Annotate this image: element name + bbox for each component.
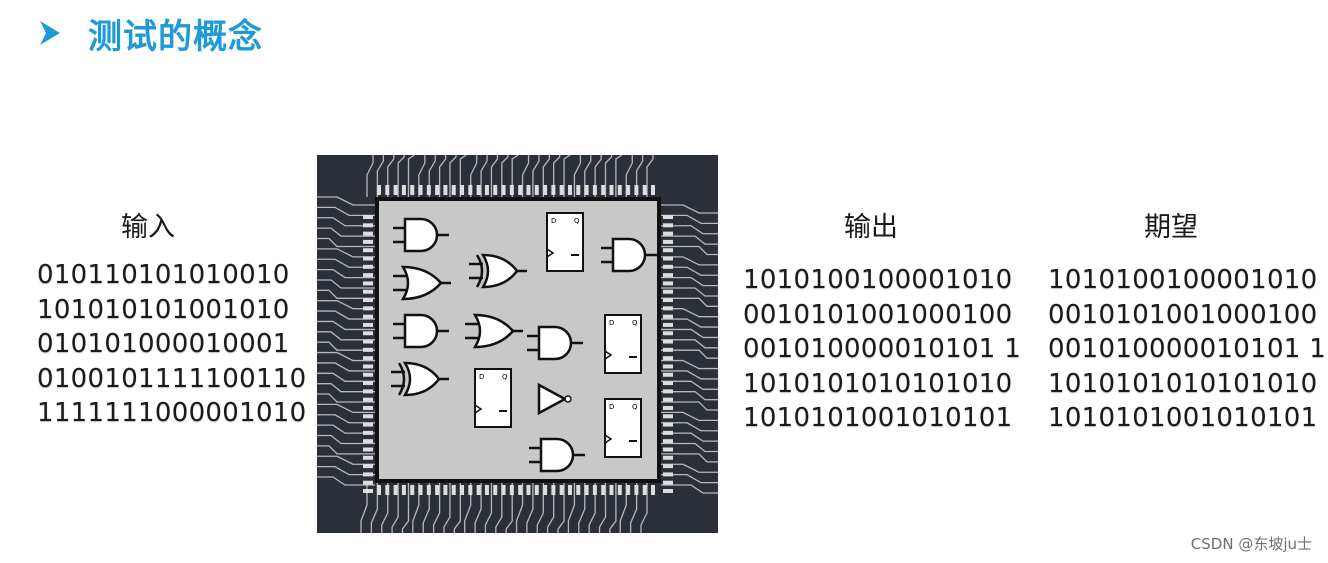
output-row: 001010000010101 1 bbox=[743, 334, 1022, 364]
input-bits: 010110101010010 101010101001010 01010100… bbox=[37, 258, 306, 431]
chip-diagram: D Q D Q D Q D Q bbox=[317, 155, 718, 533]
output-bits: 1010100100001010 0010101001000100 001010… bbox=[743, 263, 1021, 436]
input-label: 输入 bbox=[121, 212, 175, 243]
flip-flop-icon: D Q bbox=[474, 368, 512, 428]
arrow-bullet-icon bbox=[40, 21, 60, 45]
expected-row: 1010101010101010 bbox=[1048, 368, 1318, 399]
title-text: 测试的概念 bbox=[88, 16, 263, 57]
chip-pins bbox=[363, 185, 673, 495]
output-row: 1010101010101010 bbox=[743, 368, 1013, 399]
expected-row: 0010101001000100 bbox=[1048, 299, 1318, 330]
flip-flop-icon: D Q bbox=[604, 314, 642, 374]
ff-d-label: D bbox=[609, 319, 614, 327]
watermark: CSDN @东坡ju士 bbox=[1190, 535, 1312, 553]
output-row: 1010101001010101 bbox=[743, 403, 1013, 433]
ff-q-label: Q bbox=[502, 373, 508, 381]
ff-d-label: D bbox=[551, 217, 556, 225]
output-label: 输出 bbox=[844, 212, 898, 243]
expected-row: 1010100100001010 bbox=[1048, 265, 1318, 295]
expected-label: 期望 bbox=[1144, 212, 1198, 243]
input-row: 0100101111100110 bbox=[37, 363, 307, 394]
flip-flop-icon: D Q bbox=[604, 398, 642, 458]
slide-title: 测试的概念 bbox=[38, 8, 263, 58]
output-row: 0010101001000100 bbox=[743, 299, 1013, 330]
expected-row: 001010000010101 1 bbox=[1048, 334, 1327, 364]
input-row: 010110101010010 bbox=[37, 260, 290, 290]
ff-q-label: Q bbox=[632, 319, 638, 327]
flip-flop-icon: D Q bbox=[546, 212, 584, 272]
input-row: 101010101001010 bbox=[37, 294, 290, 325]
ff-q-label: Q bbox=[632, 403, 638, 411]
ff-d-label: D bbox=[609, 403, 614, 411]
ff-q-label: Q bbox=[574, 217, 580, 225]
input-row: 010101000010001 bbox=[37, 329, 290, 359]
expected-bits: 1010100100001010 0010101001000100 001010… bbox=[1048, 263, 1326, 436]
input-row: 1111111000001010 bbox=[37, 398, 307, 428]
output-row: 1010100100001010 bbox=[743, 265, 1013, 295]
ff-d-label: D bbox=[479, 373, 484, 381]
expected-row: 1010101001010101 bbox=[1048, 403, 1318, 433]
